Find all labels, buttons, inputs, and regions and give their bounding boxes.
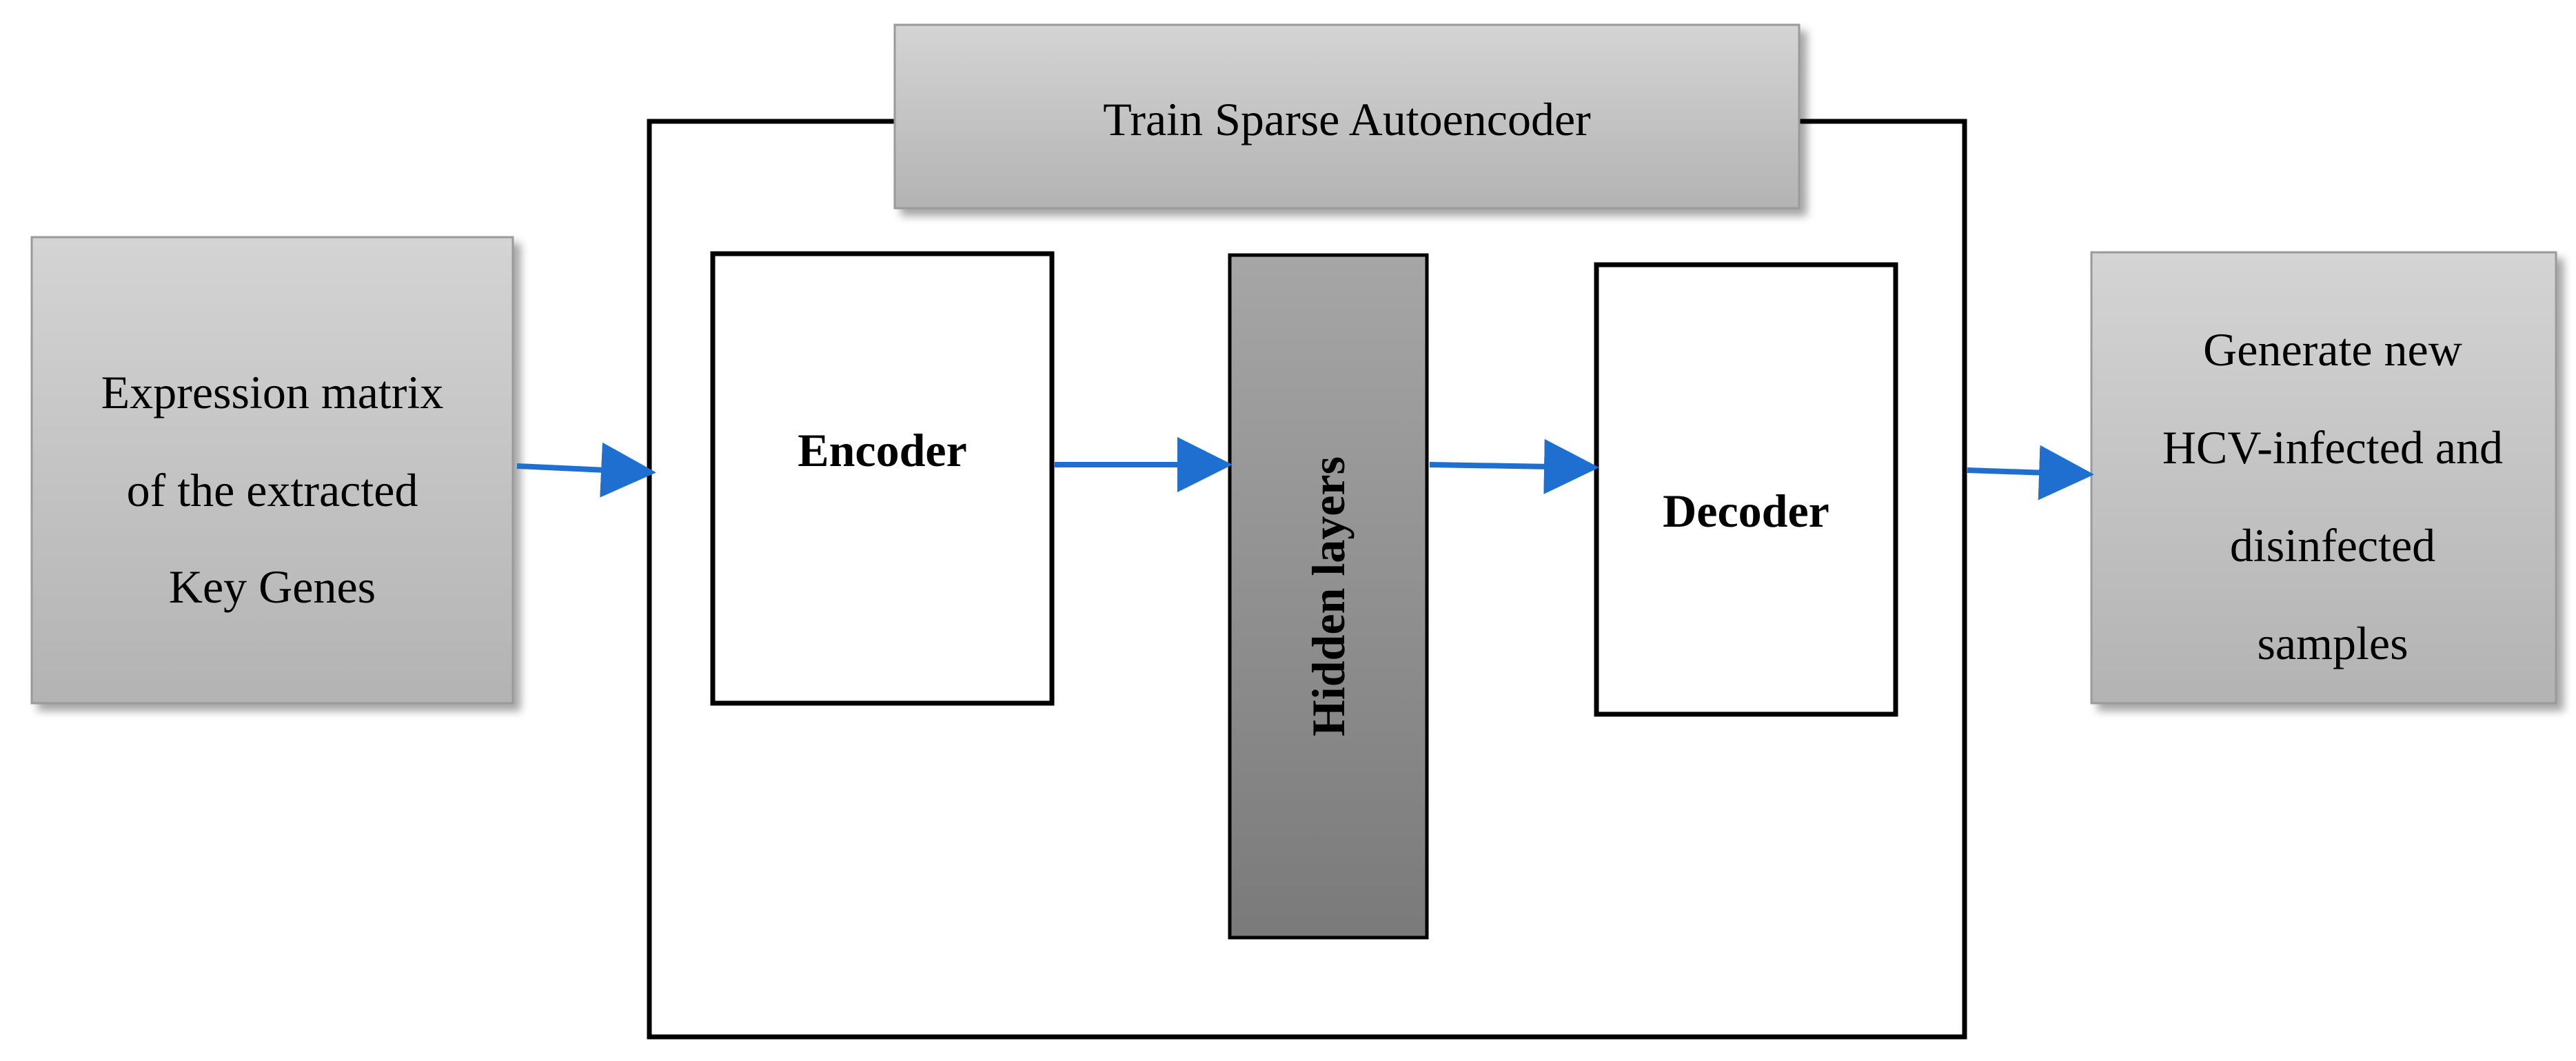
arrow-input-to-autoencoder (516, 442, 656, 498)
output-line-4: samples (2257, 617, 2408, 669)
hidden-node: Hidden layers (1228, 253, 1429, 940)
encoder-box (710, 251, 1055, 706)
output-line-1: Generate new (2203, 323, 2462, 376)
input-line-3: Key Genes (169, 560, 376, 613)
hidden-label: Hidden layers (1302, 456, 1355, 736)
train-box (893, 23, 1801, 210)
encoder-label: Encoder (798, 424, 967, 476)
input-box (30, 236, 514, 705)
output-line-3: disinfected (2230, 519, 2435, 572)
decoder-label: Decoder (1663, 485, 1829, 537)
arrow-autoencoder-to-output (1967, 445, 2094, 501)
output-box (2090, 251, 2557, 705)
output-node: Generate new HCV-infected and disinfecte… (2090, 251, 2557, 705)
train-node: Train Sparse Autoencoder (893, 23, 1801, 210)
decoder-node: Decoder (1594, 262, 1898, 717)
encoder-node: Encoder (710, 251, 1055, 706)
input-line-1: Expression matrix (101, 366, 444, 418)
output-line-2: HCV-infected and (2162, 421, 2503, 474)
input-node: Expression matrix of the extracted Key G… (30, 236, 514, 705)
hidden-box (1228, 253, 1429, 940)
input-line-2: of the extracted (127, 464, 418, 516)
arrow-hidden-to-decoder (1429, 438, 1599, 494)
decoder-box (1594, 262, 1898, 717)
train-label: Train Sparse Autoencoder (1103, 93, 1591, 145)
